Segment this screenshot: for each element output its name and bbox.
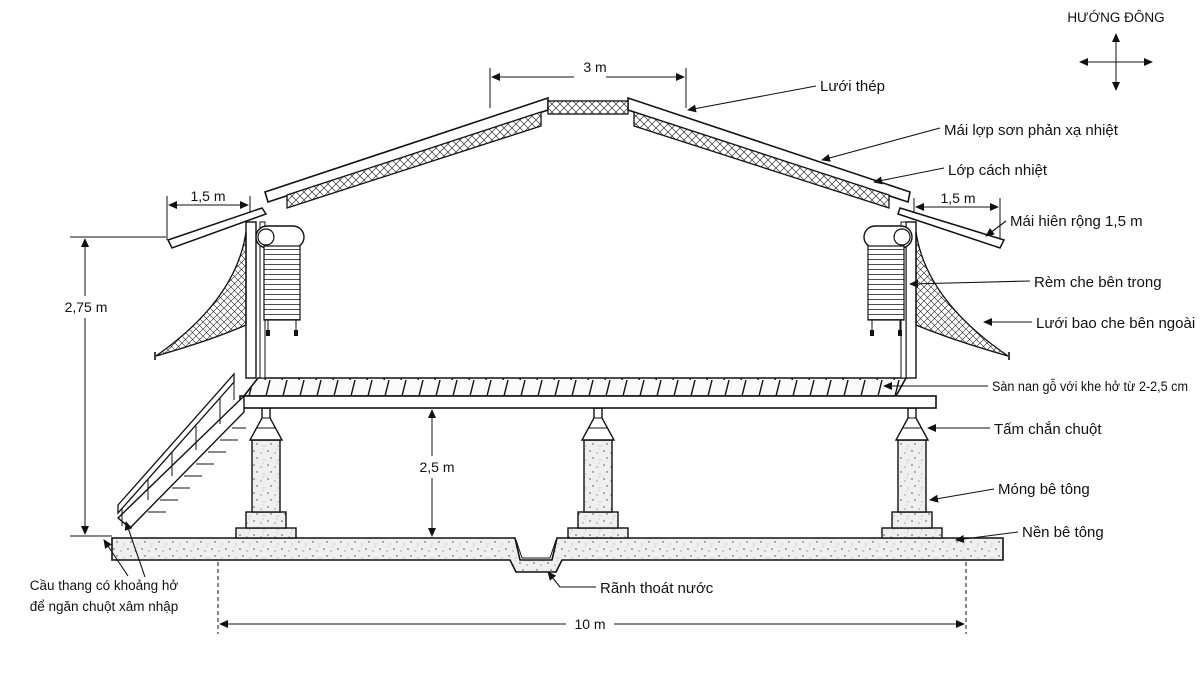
dimension-ridge: 3 m [489, 59, 687, 108]
label-foundation: Móng bê tông [998, 481, 1090, 498]
compass: HƯỚNG ĐÔNG [1067, 10, 1165, 91]
dimension-eave-right: 1,5 m [913, 190, 1001, 238]
total-width-label: 10 m [574, 616, 605, 632]
label-floor: Sàn nan gỗ với khe hở từ 2-2,5 cm [992, 379, 1188, 394]
inner-curtains [255, 225, 913, 336]
floor-height-label: 2,5 m [419, 459, 454, 475]
drainage-channel [515, 539, 557, 559]
right-eave [897, 207, 1006, 249]
label-drain: Rãnh thoát nước [600, 580, 714, 597]
dimension-total-width: 10 m [217, 562, 967, 634]
label-outer-net: Lưới bao che bên ngoài [1036, 315, 1195, 332]
concrete-base [111, 537, 1004, 573]
label-inner-curtain: Rèm che bên trong [1034, 274, 1162, 291]
label-eave: Mái hiên rộng 1,5 m [1010, 213, 1143, 230]
dimension-floor-height: 2,5 m [419, 409, 455, 537]
dimension-wall-height: 2,75 m [65, 236, 166, 537]
ridge-steel-mesh [547, 100, 629, 115]
eave-left-label: 1,5 m [190, 188, 225, 204]
stairs [116, 372, 246, 529]
compass-label: HƯỚNG ĐÔNG [1067, 10, 1164, 25]
label-concrete-base: Nền bê tông [1022, 524, 1104, 541]
wooden-slat-floor [239, 377, 937, 409]
walls [245, 221, 917, 379]
dimension-eave-left: 1,5 m [166, 188, 251, 240]
concrete-footings [235, 439, 943, 539]
footing-middle [567, 439, 629, 539]
leader-lines [103, 85, 1032, 588]
footing-right [881, 439, 943, 539]
rat-guards [248, 407, 930, 441]
left-eave [166, 207, 268, 249]
outer-nets [154, 231, 1010, 360]
label-steel-mesh: Lưới thép [820, 78, 885, 95]
eave-right-label: 1,5 m [940, 190, 975, 206]
label-insulation: Lớp cách nhiệt [948, 162, 1048, 179]
label-stairs-line1: Cầu thang có khoảng hở [30, 578, 179, 593]
footing-left [235, 439, 297, 539]
label-roof-paint: Mái lợp sơn phản xạ nhiệt [944, 122, 1119, 139]
wall-height-label: 2,75 m [65, 299, 108, 315]
roof [166, 96, 1006, 249]
ridge-width-label: 3 m [583, 59, 606, 75]
label-stairs-line2: để ngăn chuột xâm nhập [30, 599, 179, 614]
label-rat-guard: Tấm chắn chuột [994, 421, 1102, 438]
